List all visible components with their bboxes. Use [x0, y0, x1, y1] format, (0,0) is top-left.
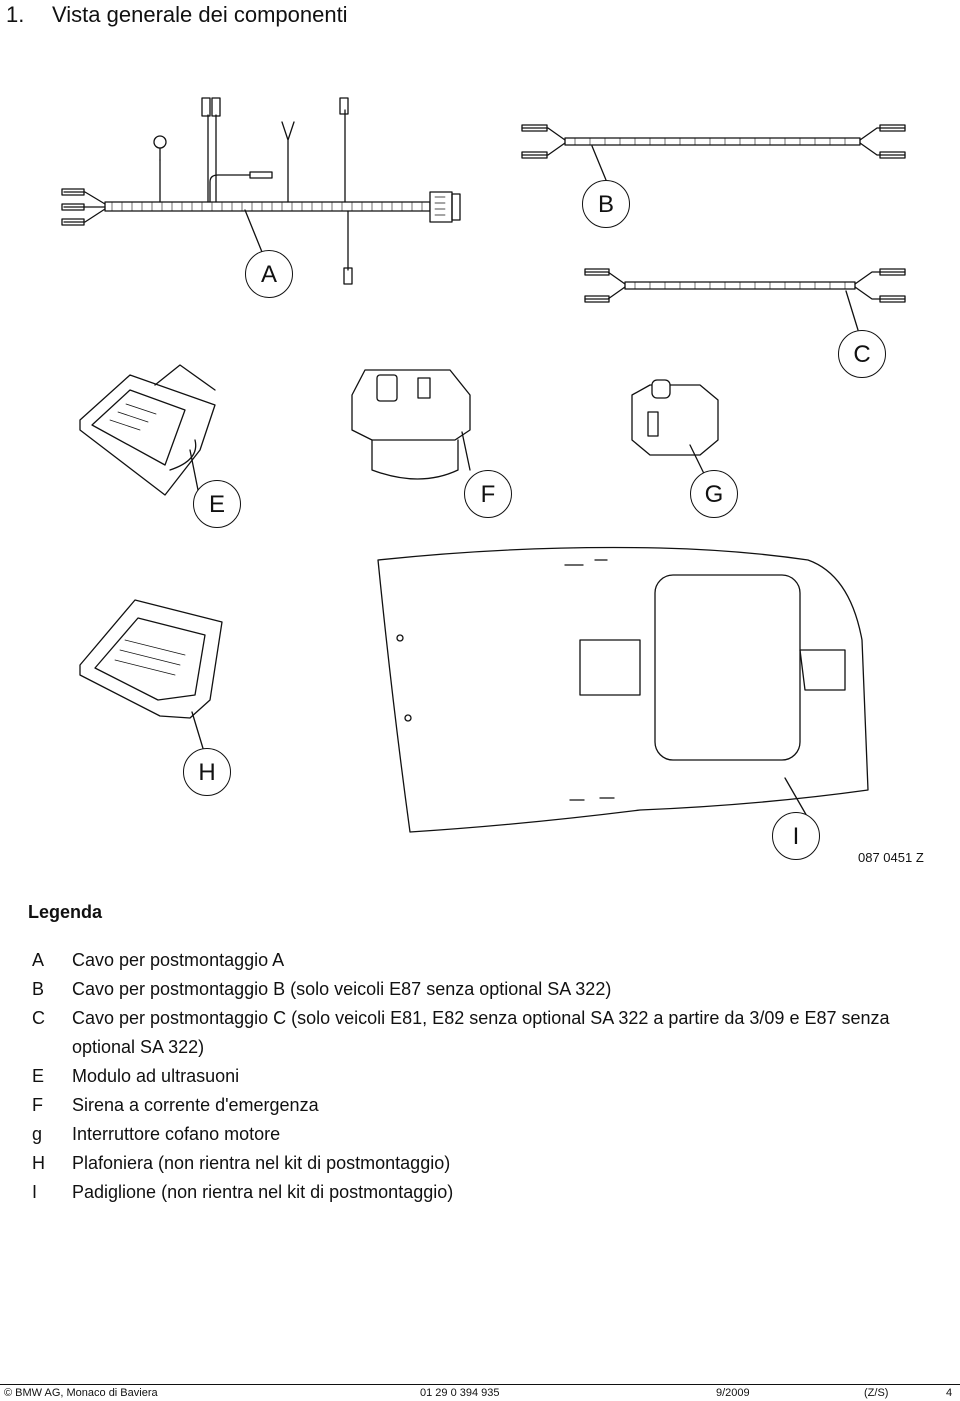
- legend-key: g: [32, 1124, 43, 1144]
- footer-doc-number: 01 29 0 394 935: [420, 1387, 500, 1399]
- callout-c: C: [838, 330, 886, 378]
- legend-text: Interruttore cofano motore: [72, 1124, 281, 1144]
- legend-text: Padiglione (non rientra nel kit di postm…: [72, 1182, 454, 1202]
- legend-item: A Cavo per postmontaggio A: [32, 946, 932, 975]
- legend-item: E Modulo ad ultrasuoni: [32, 1062, 932, 1091]
- legend-text: Cavo per postmontaggio C (solo veicoli E…: [72, 1008, 890, 1057]
- legend-key: E: [32, 1066, 45, 1086]
- section-number: 1.: [6, 2, 25, 27]
- legend-item: C Cavo per postmontaggio C (solo veicoli …: [32, 1004, 932, 1062]
- page-footer: © BMW AG, Monaco di Baviera 01 29 0 394 …: [0, 1384, 960, 1401]
- legend-key: C: [32, 1008, 45, 1028]
- callout-i: I: [772, 812, 820, 860]
- legend-text: Plafoniera (non rientra nel kit di postm…: [72, 1153, 451, 1173]
- interior-light-drawing: [79, 599, 223, 756]
- bonnet-switch-drawing: [631, 379, 719, 491]
- legend-item: I Padiglione (non rientra nel kit di post…: [32, 1178, 932, 1207]
- legend-title: Legenda: [28, 902, 103, 922]
- legend-key: H: [32, 1153, 45, 1173]
- legend-item: B Cavo per postmontaggio B (solo veicoli …: [32, 975, 932, 1004]
- cable-c-drawing: [584, 268, 906, 331]
- callout-a: A: [245, 250, 293, 298]
- legend-key: A: [32, 950, 45, 970]
- callout-h: H: [183, 748, 231, 796]
- legend-item: F Sirena a corrente d'emergenza: [32, 1091, 932, 1120]
- legend-text: Cavo per postmontaggio A: [72, 950, 285, 970]
- ultrasonic-module-drawing: [79, 364, 216, 501]
- footer-code: (Z/S): [864, 1387, 889, 1399]
- footer-date: 9/2009: [716, 1387, 750, 1399]
- cable-a-drawing: [61, 97, 461, 285]
- callout-e: E: [193, 480, 241, 528]
- footer-page-number: 4: [946, 1387, 953, 1399]
- page-title: 1. Vista generale dei componenti: [6, 2, 348, 28]
- legend-text: Cavo per postmontaggio B (solo veicoli E…: [72, 979, 612, 999]
- figure-reference: 087 0451 Z: [858, 850, 924, 865]
- legend-item: g Interruttore cofano motore: [32, 1120, 932, 1149]
- legend-text: Modulo ad ultrasuoni: [72, 1066, 240, 1086]
- legend-key: F: [32, 1095, 43, 1115]
- siren-drawing: [351, 369, 471, 480]
- callout-g: G: [690, 470, 738, 518]
- callout-f: F: [464, 470, 512, 518]
- legend-key: I: [32, 1182, 38, 1202]
- legend-key: B: [32, 979, 45, 999]
- legend-item: H Plafoniera (non rientra nel kit di post…: [32, 1149, 932, 1178]
- legend-text: Sirena a corrente d'emergenza: [72, 1095, 319, 1115]
- legend-list: A Cavo per postmontaggio A B Cavo per post…: [32, 946, 932, 1207]
- components-illustration: A B C E F G H I: [0, 80, 960, 880]
- section-title: Vista generale dei componenti: [52, 2, 348, 27]
- callout-b: B: [582, 180, 630, 228]
- cable-b-drawing: [521, 124, 906, 181]
- roof-liner-drawing: [377, 546, 869, 833]
- footer-copyright: © BMW AG, Monaco di Baviera: [4, 1387, 158, 1399]
